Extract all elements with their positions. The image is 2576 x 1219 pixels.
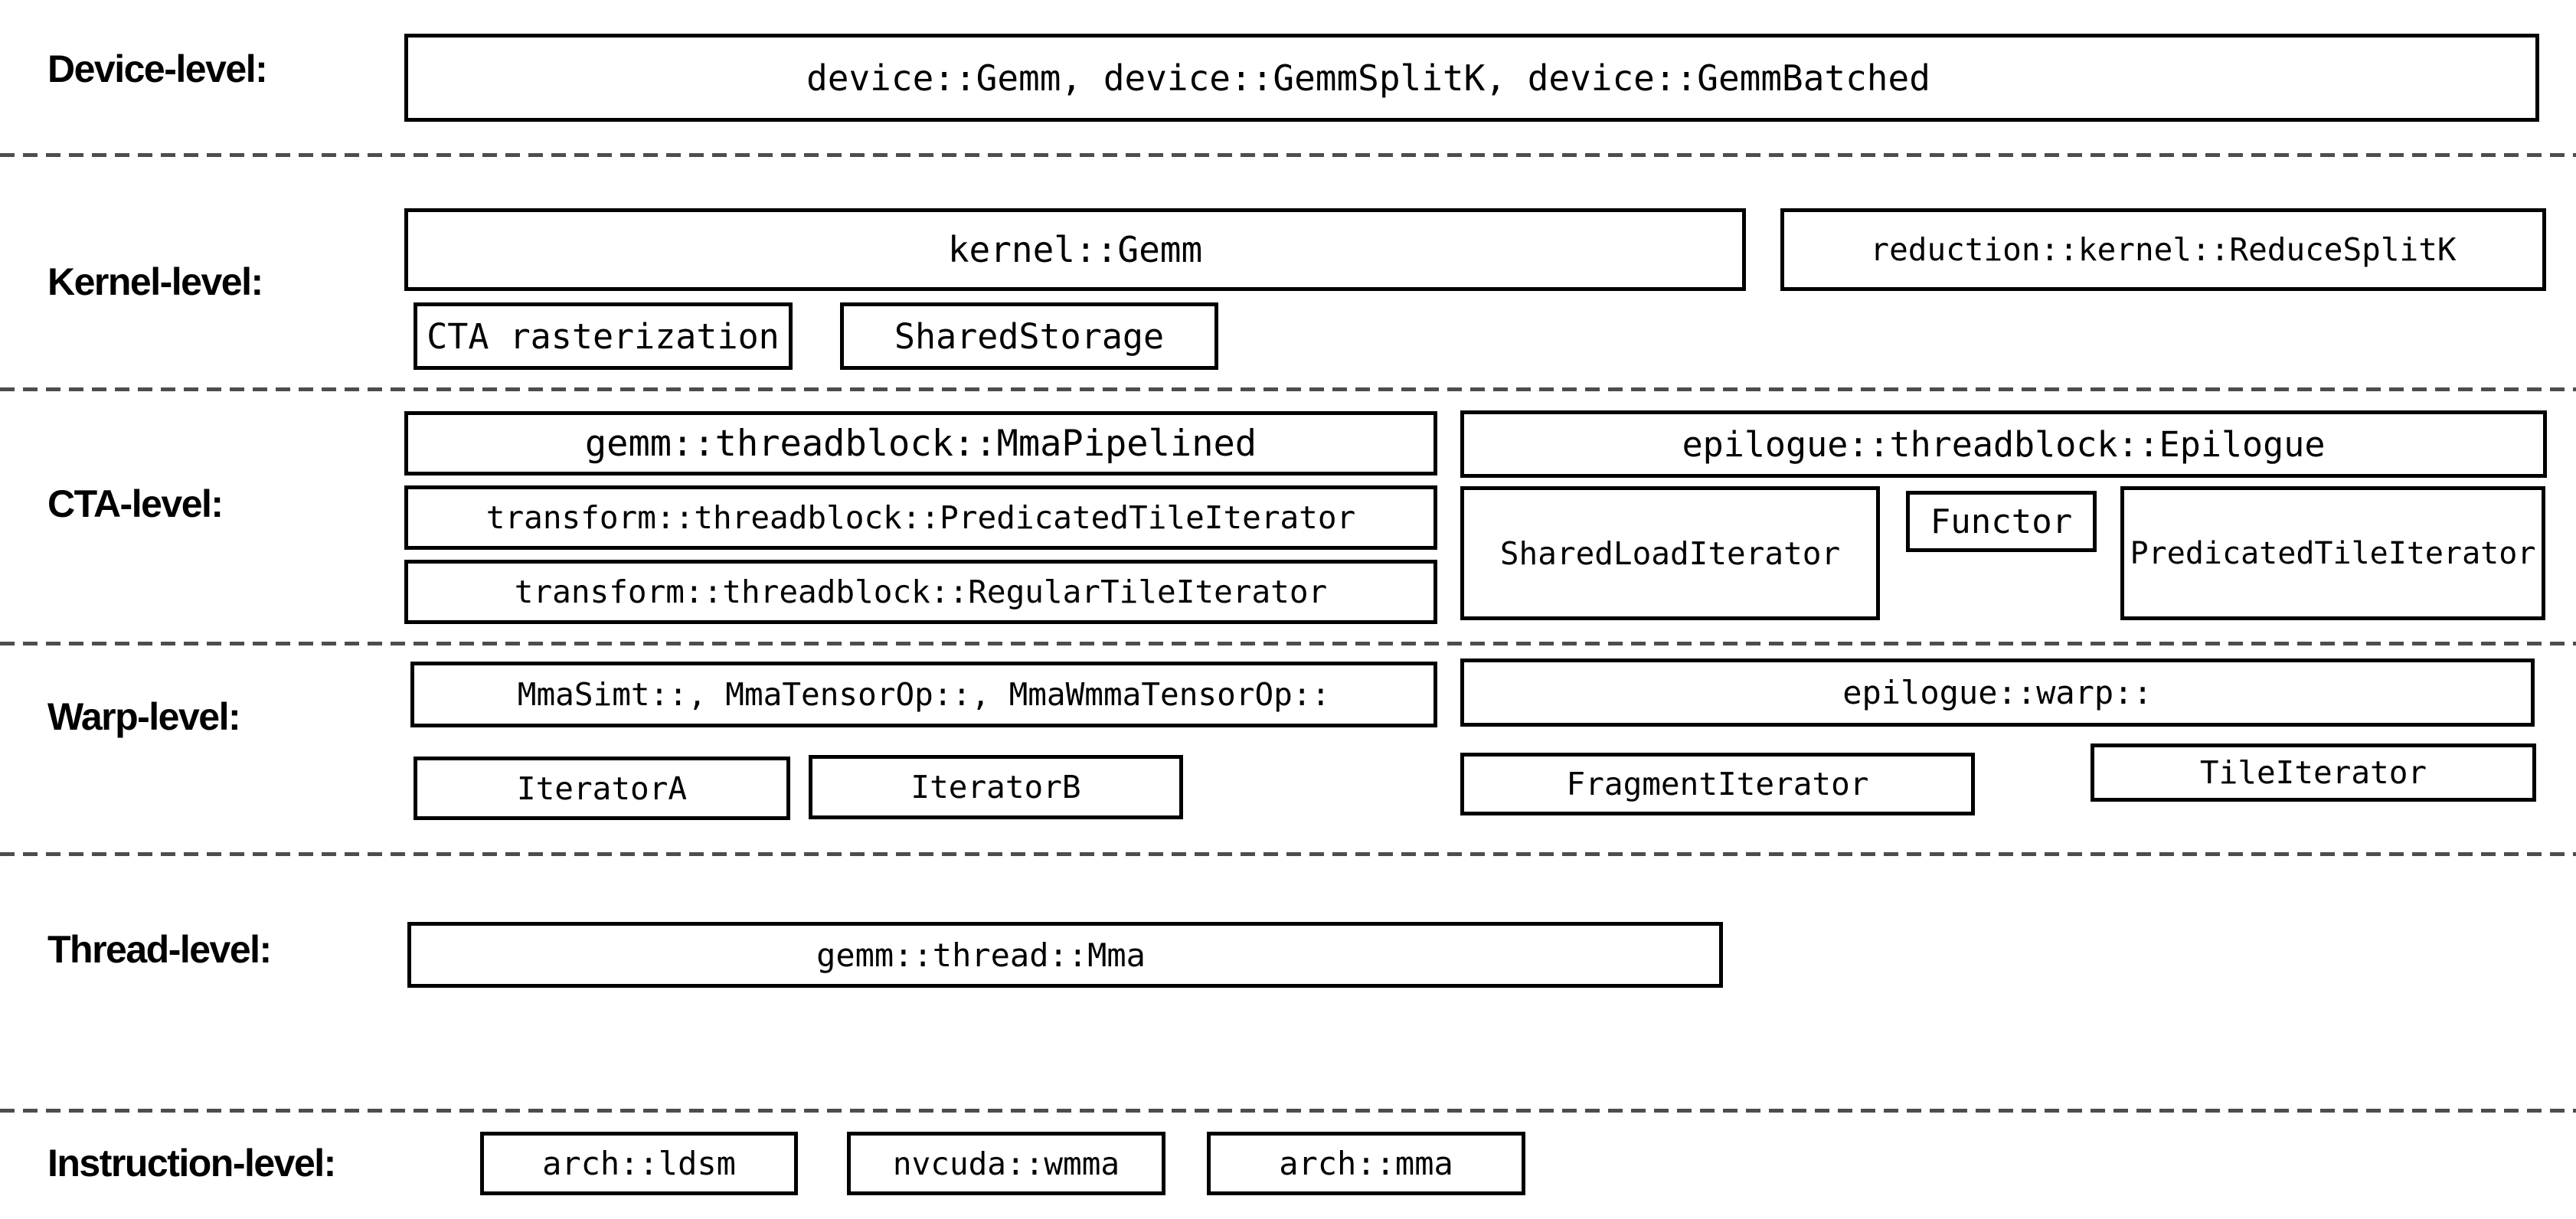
- nvcuda-wmma-box: nvcuda::wmma: [847, 1132, 1165, 1195]
- device-gemm-box: device::Gemm, device::GemmSplitK, device…: [404, 34, 2539, 122]
- kernel-gemm-box: kernel::Gemm: [404, 208, 1746, 291]
- iterator-b-box: IteratorB: [809, 755, 1183, 819]
- epilogue-predicated-tile-iterator-box: PredicatedTileIterator: [2120, 486, 2545, 620]
- arch-mma-box: arch::mma: [1207, 1132, 1525, 1195]
- gemm-thread-mma-box: gemm::thread::Mma: [407, 922, 1723, 988]
- separator-warp-thread: [0, 852, 2576, 856]
- epilogue-warp-box: epilogue::warp::: [1460, 659, 2535, 727]
- separator-thread-instruction: [0, 1109, 2576, 1113]
- cta-rasterization-box: CTA rasterization: [414, 302, 793, 370]
- kernel-level-label: Kernel-level:: [47, 260, 263, 303]
- shared-storage-box: SharedStorage: [840, 302, 1218, 370]
- shared-load-iterator-box: SharedLoadIterator: [1460, 486, 1880, 620]
- tile-iterator-box: TileIterator: [2091, 743, 2536, 802]
- device-level-label: Device-level:: [47, 47, 268, 90]
- separator-kernel-cta: [0, 387, 2576, 391]
- epilogue-threadblock-box: epilogue::threadblock::Epilogue: [1460, 410, 2547, 478]
- warp-mma-box: MmaSimt::, MmaTensorOp::, MmaWmmaTensorO…: [410, 662, 1437, 727]
- transform-predicated-tile-iterator-box: transform::threadblock::PredicatedTileIt…: [404, 485, 1437, 550]
- cta-level-label: CTA-level:: [47, 482, 224, 525]
- separator-device-kernel: [0, 153, 2576, 157]
- arch-ldsm-box: arch::ldsm: [480, 1132, 798, 1195]
- thread-level-label: Thread-level:: [47, 928, 272, 971]
- reduce-splitk-box: reduction::kernel::ReduceSplitK: [1780, 208, 2546, 291]
- fragment-iterator-box: FragmentIterator: [1460, 753, 1975, 815]
- separator-cta-warp: [0, 642, 2576, 645]
- instruction-level-label: Instruction-level:: [47, 1142, 336, 1185]
- functor-box: Functor: [1906, 491, 2097, 552]
- mma-pipelined-box: gemm::threadblock::MmaPipelined: [404, 411, 1437, 476]
- transform-regular-tile-iterator-box: transform::threadblock::RegularTileItera…: [404, 560, 1437, 624]
- iterator-a-box: IteratorA: [414, 757, 790, 820]
- warp-level-label: Warp-level:: [47, 695, 241, 738]
